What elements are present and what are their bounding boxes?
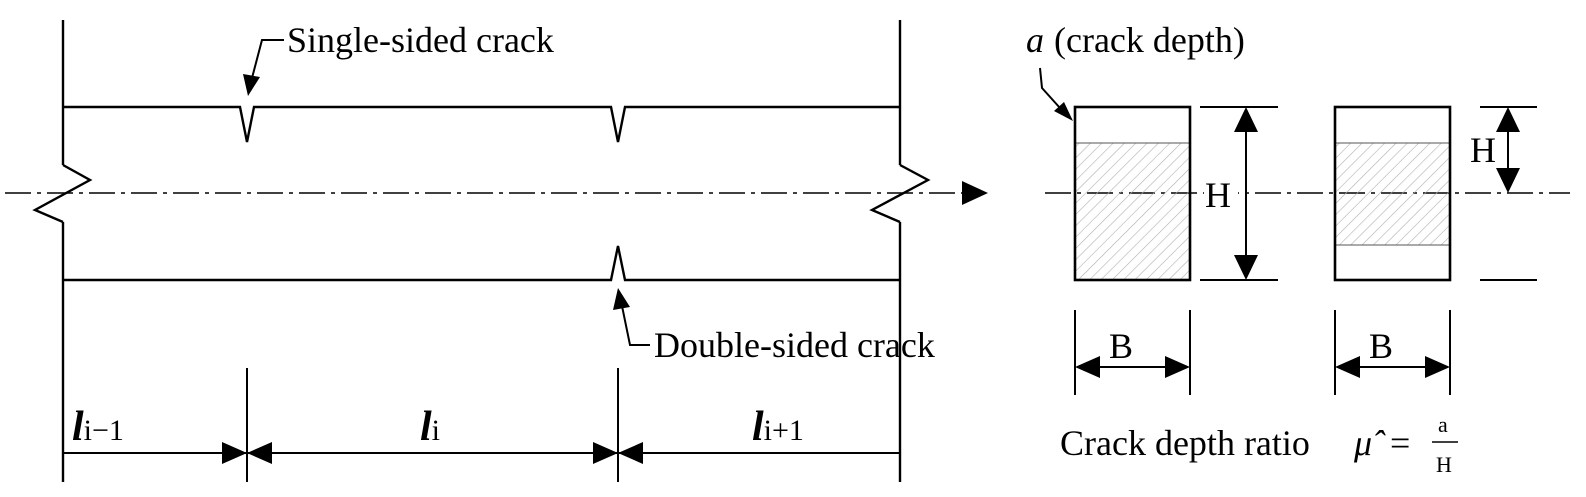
crack-depth-arrowhead [1054, 102, 1073, 121]
ratio-denominator: H [1436, 452, 1452, 477]
double-crack-arrowhead [613, 288, 630, 310]
section-width-arrowheads [1075, 356, 1450, 378]
ratio-numerator: a [1438, 412, 1448, 437]
section-single-outline [1073, 105, 1192, 282]
section-single-height-label: H [1205, 175, 1231, 215]
section-double-height-arrow-bottom [1496, 168, 1520, 193]
single-crack-label: Single-sided crack [287, 20, 554, 60]
section-width-dims [1074, 310, 1451, 395]
crack-depth-label: a(crack depth) [1026, 20, 1245, 60]
segment-label-prev: li−1 [72, 404, 124, 450]
segment-dimensions [63, 368, 900, 482]
section-double-height-label: H [1470, 130, 1496, 170]
double-crack-label: Double-sided crack [654, 325, 935, 365]
segment-label-next: li+1 [752, 404, 804, 450]
height-label-bg [1204, 176, 1238, 210]
crack-depth-leader [1039, 67, 1061, 109]
ratio-symbol: μ̂ [1353, 423, 1386, 463]
section-double-height-dim [1480, 106, 1537, 281]
break-symbol [869, 163, 931, 224]
beam-top-edge [63, 105, 900, 143]
section-single-height-arrow-top [1234, 107, 1258, 132]
single-crack-leader [251, 39, 284, 79]
section-single-height-arrow-bottom [1234, 255, 1258, 280]
section-double-height-arrow-top [1496, 107, 1520, 132]
ratio-equals: = [1390, 423, 1410, 463]
section-single-height-dim [1200, 106, 1278, 281]
ratio-text: Crack depth ratio [1060, 423, 1310, 463]
section-double-outline [1333, 105, 1452, 282]
section-double-width-label: B [1369, 326, 1393, 366]
break-symbol [32, 163, 93, 224]
centerline-arrowhead [962, 181, 988, 205]
section-single-width-label: B [1109, 326, 1133, 366]
section-single [1073, 105, 1192, 282]
section-double [1333, 105, 1452, 282]
section-single-hatched-area [1075, 143, 1190, 280]
segment-arrowheads [222, 442, 643, 464]
beam-bottom-edge [63, 245, 900, 282]
beam-elevation [5, 20, 962, 482]
segment-label-current: li [420, 404, 440, 450]
section-double-hatched-area [1335, 143, 1450, 245]
single-crack-arrowhead [243, 74, 260, 96]
crack-depth-ratio-formula: Crack depth ratio μ̂ = a H [1060, 412, 1458, 477]
double-crack-leader [621, 305, 650, 346]
